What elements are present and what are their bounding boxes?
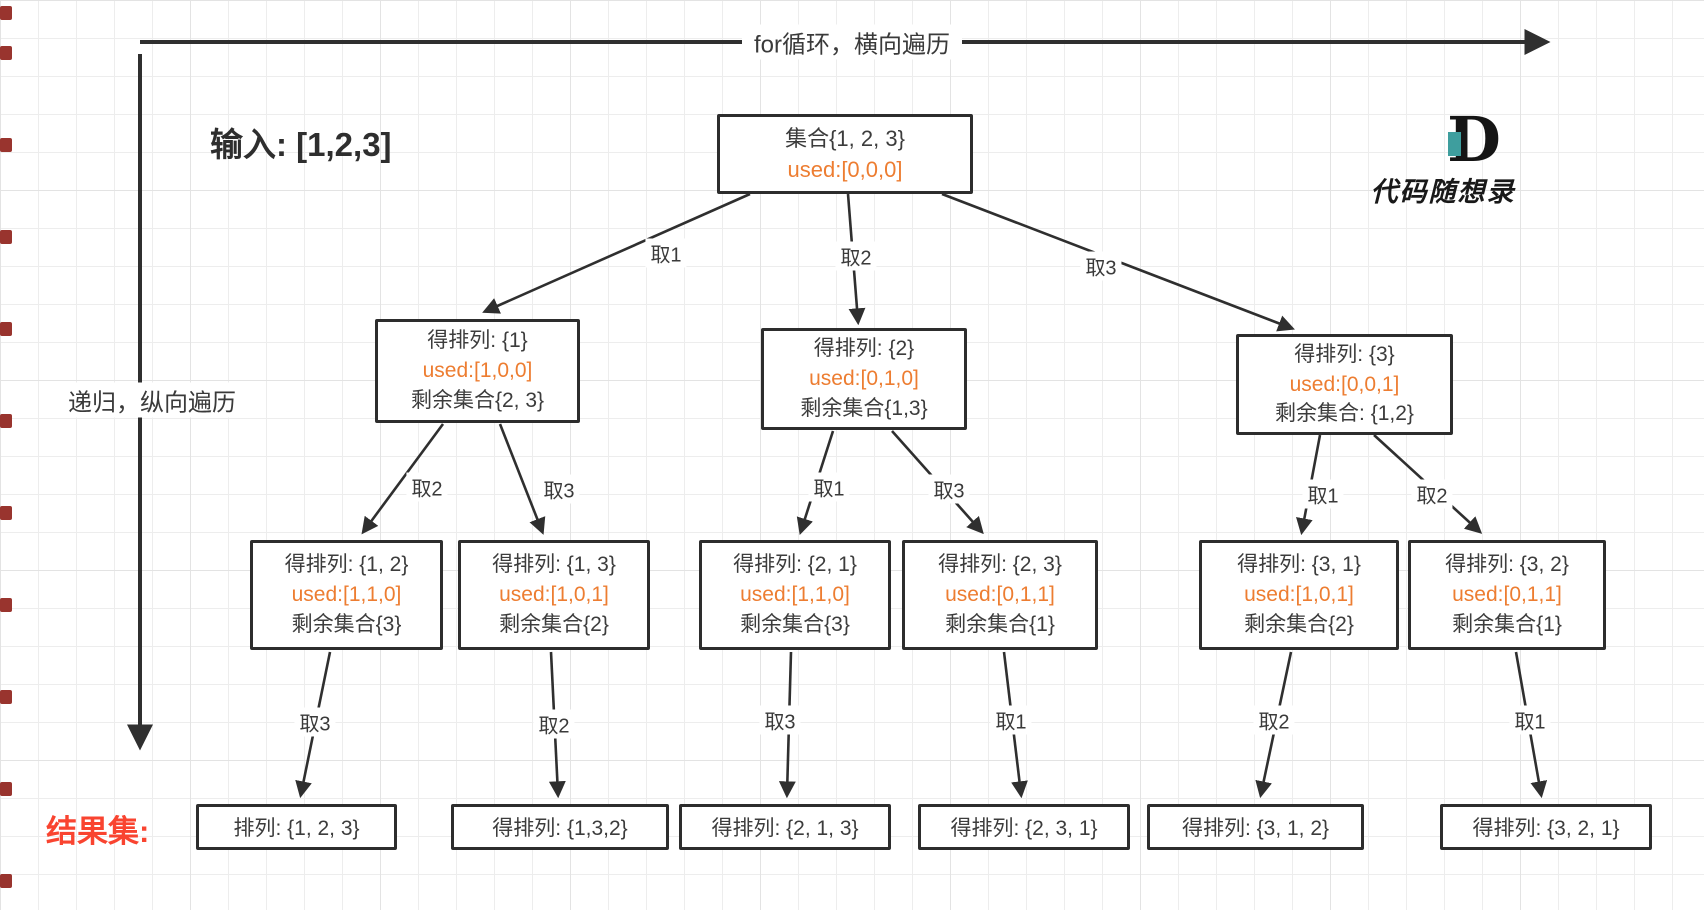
rest-line: 剩余集合{1} — [1452, 612, 1562, 636]
perm-line: 得排列: {2, 1} — [733, 553, 857, 577]
logo-d-icon: D — [1447, 109, 1501, 171]
result-box-321: 得排列: {3, 2, 1} — [1440, 804, 1652, 850]
left-edge-artifact — [0, 6, 12, 20]
edge-label: 取3 — [759, 705, 801, 735]
left-edge-artifact — [0, 506, 12, 520]
used-line: used:[1,1,0] — [291, 583, 402, 607]
perm-line: 得排列: {1} — [427, 329, 528, 353]
perm-node-2-3: 得排列: {2, 3} used:[0,1,1] 剩余集合{1} — [902, 540, 1098, 650]
edge-label: 取3 — [928, 474, 970, 504]
edge-label: 取2 — [1253, 705, 1295, 735]
used-line: used:[0,0,1] — [1289, 372, 1400, 396]
logo-text: 代码随想录 — [1370, 177, 1516, 208]
left-edge-artifact — [0, 874, 12, 888]
used-line: used:[1,1,0] — [740, 583, 850, 607]
rest-line: 剩余集合{2} — [1244, 612, 1354, 636]
result-box-231: 得排列: {2, 3, 1} — [918, 804, 1130, 850]
perm-node-3: 得排列: {3} used:[0,0,1] 剩余集合: {1,2} — [1236, 334, 1453, 435]
root-used: used:[0,0,0] — [787, 157, 903, 182]
used-line: used:[1,0,0] — [422, 359, 533, 383]
left-edge-artifact — [0, 690, 12, 704]
perm-node-1: 得排列: {1} used:[1,0,0] 剩余集合{2, 3} — [375, 319, 580, 423]
perm-line: 得排列: {2, 3} — [938, 553, 1062, 577]
edge-label: 取2 — [533, 709, 575, 739]
result-text: 得排列: {1,3,2} — [492, 817, 628, 840]
perm-line: 得排列: {3, 1} — [1237, 553, 1361, 577]
left-edge-artifact — [0, 414, 12, 428]
result-box-123: 排列: {1, 2, 3} — [196, 804, 397, 850]
left-edge-artifact — [0, 322, 12, 336]
rest-line: 剩余集合{1,3} — [800, 396, 928, 420]
perm-line: 得排列: {1, 2} — [284, 553, 409, 577]
perm-node-1-3: 得排列: {1, 3} used:[1,0,1] 剩余集合{2} — [458, 540, 650, 650]
edge-label: 取3 — [538, 474, 580, 504]
edge-label-take2: 取2 — [835, 241, 877, 271]
edge-label-take1: 取1 — [645, 238, 687, 268]
edge-label: 取1 — [1509, 705, 1551, 735]
rest-line: 剩余集合{3} — [291, 612, 402, 636]
rest-line: 剩余集合: {1,2} — [1275, 402, 1414, 426]
root-set: 集合{1, 2, 3} — [785, 125, 905, 151]
edge-label: 取1 — [1302, 479, 1344, 509]
perm-node-2: 得排列: {2} used:[0,1,0] 剩余集合{1,3} — [761, 328, 967, 430]
used-line: used:[0,1,1] — [1452, 583, 1562, 607]
perm-node-3-2: 得排列: {3, 2} used:[0,1,1] 剩余集合{1} — [1408, 540, 1606, 650]
perm-node-1-2: 得排列: {1, 2} used:[1,1,0] 剩余集合{3} — [250, 540, 443, 650]
perm-line: 得排列: {3, 2} — [1445, 553, 1569, 577]
rest-line: 剩余集合{2, 3} — [410, 388, 545, 412]
perm-node-2-1: 得排列: {2, 1} used:[1,1,0] 剩余集合{3} — [699, 540, 891, 650]
edge-label: 取2 — [406, 472, 448, 502]
left-arrow-label: 递归，纵向遍历 — [56, 382, 248, 418]
result-text: 得排列: {3, 1, 2} — [1181, 817, 1330, 840]
edge-label-take3: 取3 — [1080, 251, 1122, 281]
perm-node-3-1: 得排列: {3, 1} used:[1,0,1] 剩余集合{2} — [1199, 540, 1399, 650]
left-edge-artifact — [0, 230, 12, 244]
result-text: 得排列: {2, 3, 1} — [950, 817, 1098, 840]
result-box-312: 得排列: {3, 1, 2} — [1147, 804, 1364, 850]
left-edge-artifact — [0, 598, 12, 612]
edge-label: 取1 — [990, 705, 1032, 735]
logo: D 代码随想录 — [1348, 109, 1538, 209]
edge-label: 取1 — [808, 472, 850, 502]
left-edge-artifact — [0, 46, 12, 60]
used-line: used:[1,0,1] — [499, 583, 609, 607]
perm-line: 得排列: {3} — [1294, 342, 1395, 366]
used-line: used:[1,0,1] — [1244, 583, 1354, 607]
left-edge-artifact — [0, 138, 12, 152]
result-box-213: 得排列: {2, 1, 3} — [679, 804, 891, 850]
result-text: 得排列: {3, 2, 1} — [1472, 817, 1620, 840]
used-line: used:[0,1,0] — [809, 367, 919, 391]
rest-line: 剩余集合{1} — [945, 612, 1055, 636]
perm-line: 得排列: {1, 3} — [492, 553, 616, 577]
logo-teal-block — [1448, 132, 1462, 156]
edge-label: 取3 — [294, 707, 336, 737]
used-line: used:[0,1,1] — [945, 583, 1055, 607]
left-edge-artifact — [0, 782, 12, 796]
perm-line: 得排列: {2} — [813, 337, 915, 361]
result-box-132: 得排列: {1,3,2} — [451, 804, 669, 850]
result-set-label: 结果集: — [46, 814, 150, 849]
edge-label: 取2 — [1411, 479, 1453, 509]
input-label: 输入: [1,2,3] — [210, 126, 392, 163]
root-node: 集合{1, 2, 3} used:[0,0,0] — [717, 114, 973, 194]
result-text: 排列: {1, 2, 3} — [233, 817, 360, 840]
top-arrow-label: for循环，横向遍历 — [741, 24, 963, 60]
result-text: 得排列: {2, 1, 3} — [711, 817, 859, 840]
rest-line: 剩余集合{2} — [499, 612, 609, 636]
rest-line: 剩余集合{3} — [740, 612, 850, 636]
